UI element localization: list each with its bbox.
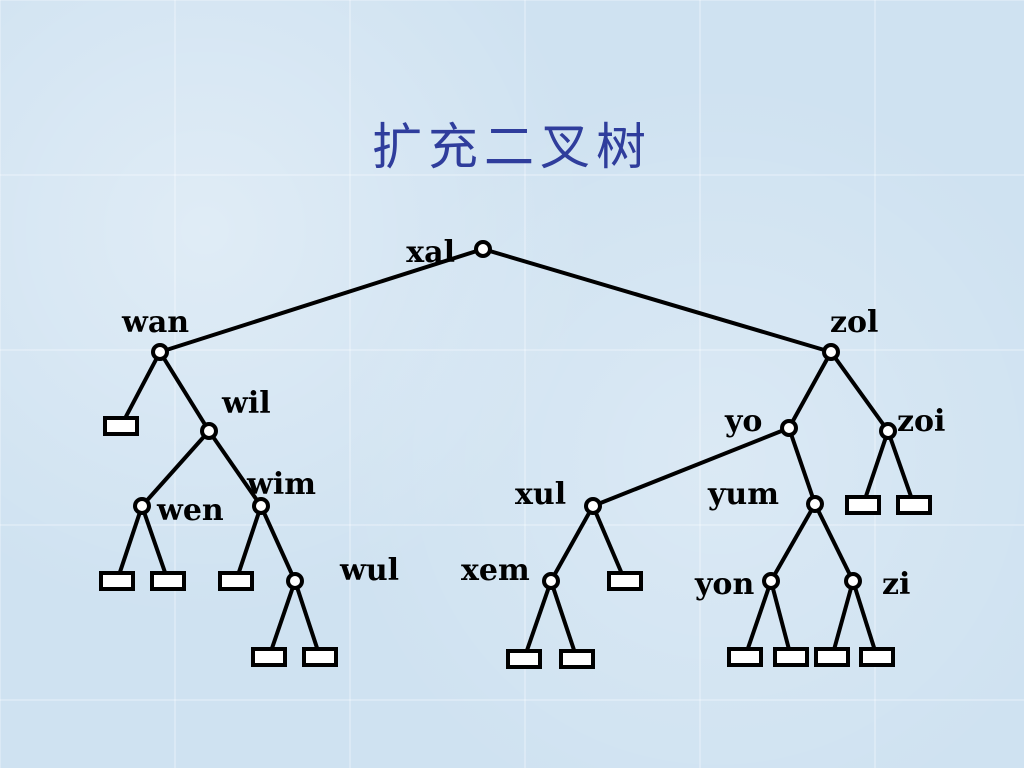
node-yum <box>806 495 824 513</box>
page-title: 扩充二叉树 <box>372 118 652 176</box>
node-wim <box>252 497 270 515</box>
node-label-yo: yo <box>724 404 762 439</box>
node-label-wil: wil <box>221 386 271 421</box>
external-node <box>845 495 881 515</box>
edge-xul-xem <box>549 505 595 582</box>
edge-xem-leaf9 <box>549 580 579 660</box>
node-label-zol: zol <box>830 305 878 340</box>
internal-nodes <box>133 240 897 590</box>
edge-yo-xul <box>592 426 790 508</box>
node-label-wul: wul <box>339 553 399 588</box>
node-xul <box>584 497 602 515</box>
node-label-wan: wan <box>121 305 189 340</box>
external-node <box>103 416 139 436</box>
edge-wil-wim <box>207 429 263 508</box>
node-xal <box>474 240 492 258</box>
node-label-xal: xal <box>406 235 455 270</box>
node-label-xem: xem <box>461 553 530 588</box>
edge-zol-zoi <box>829 350 890 433</box>
edge-xal-wan <box>159 247 484 354</box>
edge-zi-leaf12 <box>830 580 855 658</box>
edge-xal-zol <box>482 247 832 354</box>
external-node <box>896 495 932 515</box>
node-xem <box>542 572 560 590</box>
node-wan <box>151 343 169 361</box>
external-node <box>814 647 850 667</box>
edge-wen-leaf3 <box>140 505 170 582</box>
edge-zi-leaf13 <box>851 580 879 658</box>
edge-xem-leaf8 <box>522 580 553 660</box>
external-nodes <box>99 416 932 669</box>
edge-wan-wil <box>158 350 211 433</box>
external-node <box>506 649 542 669</box>
node-label-zoi: zoi <box>897 404 945 439</box>
edge-wen-leaf2 <box>115 505 144 582</box>
edge-yum-zi <box>813 503 855 582</box>
node-label-yon: yon <box>694 567 754 602</box>
external-node <box>218 571 254 591</box>
edge-wan-leaf1 <box>119 351 162 427</box>
external-node <box>773 647 809 667</box>
node-label-yum: yum <box>707 477 779 512</box>
node-wil <box>200 422 218 440</box>
tree-edges <box>115 247 916 660</box>
edge-zoi-leaf14 <box>861 430 890 506</box>
edge-zoi-leaf15 <box>886 430 916 506</box>
edge-yo-yum <box>787 427 817 505</box>
edge-wim-leaf4 <box>234 505 263 582</box>
node-zi <box>844 572 862 590</box>
external-node <box>859 647 895 667</box>
external-node <box>607 571 643 591</box>
edge-yum-yon <box>769 503 817 582</box>
edge-wim-wul <box>259 505 297 582</box>
node-yon <box>762 572 780 590</box>
external-node <box>559 649 595 669</box>
node-zol <box>822 343 840 361</box>
edge-yon-leaf10 <box>743 580 773 658</box>
external-node <box>150 571 186 591</box>
node-wen <box>133 497 151 515</box>
edge-wul-leaf6 <box>293 580 322 658</box>
edge-zol-yo <box>787 351 833 429</box>
edge-yon-leaf11 <box>769 580 793 658</box>
node-label-wen: wen <box>156 493 224 528</box>
node-label-zi: zi <box>882 567 910 602</box>
external-node <box>251 647 287 667</box>
external-node <box>99 571 135 591</box>
edge-xul-leaf7 <box>591 505 627 582</box>
edge-wil-wen <box>140 429 211 508</box>
node-label-wim: wim <box>246 467 316 502</box>
external-node <box>302 647 338 667</box>
external-node <box>727 647 763 667</box>
node-yo <box>780 419 798 437</box>
node-zoi <box>879 422 897 440</box>
edge-wul-leaf5 <box>267 580 297 658</box>
node-wul <box>286 572 304 590</box>
node-label-xul: xul <box>515 477 566 512</box>
